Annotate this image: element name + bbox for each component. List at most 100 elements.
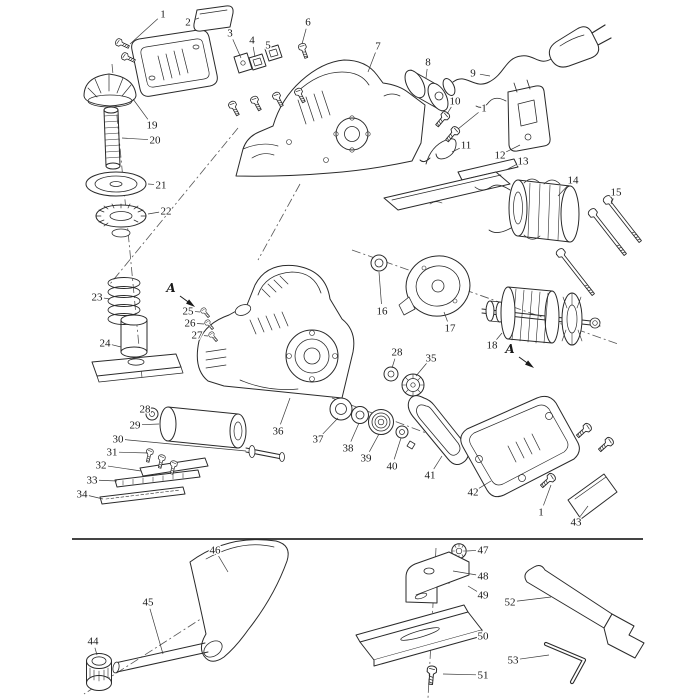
part-drive-belt — [407, 395, 469, 465]
part-drive-pulley — [401, 373, 425, 397]
part-number-label: 51 — [478, 670, 489, 682]
part-washer-38 — [351, 406, 369, 424]
part-wire-spring — [419, 138, 457, 165]
leader-line — [433, 455, 443, 470]
part-number-label: 4 — [249, 35, 255, 47]
part-number-label: 1 — [481, 103, 487, 115]
part-number-label: 26 — [185, 318, 197, 330]
part-number-label: 30 — [113, 434, 125, 446]
part-number-label: 27 — [192, 330, 204, 342]
leader-line — [218, 555, 229, 573]
leader-line — [301, 28, 307, 45]
part-wrench — [524, 565, 645, 659]
leader-line — [98, 479, 118, 482]
leader-line — [579, 505, 589, 517]
leader-line — [543, 484, 552, 506]
part-access-plate — [567, 473, 618, 520]
part-fence-plate — [355, 604, 483, 667]
leader-line — [88, 495, 104, 500]
part-extension-tube — [112, 642, 209, 674]
leader-line — [369, 433, 380, 453]
part-key-piece — [406, 440, 416, 450]
leader-line — [519, 654, 550, 660]
part-number-label: 39 — [361, 453, 373, 465]
part-number-label: 35 — [426, 353, 438, 365]
part-rear-handle-cap — [404, 69, 449, 112]
part-bearing — [370, 254, 388, 272]
part-number-label: 34 — [77, 489, 89, 501]
leader-line — [505, 163, 517, 171]
leader-line — [107, 465, 142, 472]
part-number-label: 43 — [571, 517, 583, 529]
part-number-label: 5 — [265, 40, 271, 52]
part-number-label: 37 — [313, 434, 325, 446]
leader-line — [103, 297, 111, 300]
part-number-label: 46 — [210, 545, 222, 557]
leader-line — [252, 46, 256, 58]
part-number-label: 15 — [611, 187, 623, 199]
leader-line — [452, 570, 477, 576]
part-top-lid — [193, 5, 234, 32]
part-hex-key — [543, 641, 587, 685]
leader-line — [367, 52, 376, 73]
leader-line — [451, 147, 460, 153]
part-spring — [107, 277, 141, 325]
part-gear-housing-body — [196, 264, 355, 399]
leader-line — [350, 422, 360, 442]
leader-line — [378, 271, 382, 305]
part-number-label: 47 — [478, 545, 490, 557]
part-number-label: 9 — [470, 68, 476, 80]
leader-line — [150, 412, 153, 414]
part-number-label: 24 — [100, 338, 112, 350]
leader-line — [322, 417, 339, 435]
part-belt-pulley-39 — [368, 409, 394, 435]
part-number-label: 10 — [450, 96, 462, 108]
part-power-cord — [442, 24, 612, 96]
leader-line — [141, 423, 160, 426]
part-number-label: 18 — [487, 340, 499, 352]
part-number-label: 23 — [92, 292, 104, 304]
part-base-plates — [383, 158, 519, 211]
part-number-label: 17 — [445, 323, 457, 335]
arrowhead — [186, 299, 196, 307]
part-stator — [474, 178, 580, 243]
part-number-label: 14 — [568, 175, 580, 187]
part-number-label: 13 — [518, 156, 530, 168]
part-number-label: 6 — [305, 17, 311, 29]
part-switch — [475, 79, 551, 152]
part-number-label: 41 — [425, 470, 436, 482]
part-number-label: 32 — [96, 460, 107, 472]
part-carbon-brushes — [248, 44, 283, 71]
leader-line — [610, 198, 614, 205]
part-brush-cover — [233, 52, 253, 74]
part-dust-chute — [189, 539, 289, 662]
part-number-label: 28 — [140, 404, 152, 416]
leader-line — [132, 98, 149, 120]
leader-line — [129, 18, 159, 45]
part-blade-holder — [99, 486, 186, 505]
leader-line — [280, 397, 291, 425]
leader-line — [393, 437, 402, 460]
part-number-label: 42 — [468, 487, 479, 499]
part-number-label: 8 — [425, 57, 431, 69]
part-bearing-37 — [329, 397, 353, 421]
part-number-label: 48 — [478, 571, 490, 583]
part-number-label: 33 — [87, 475, 99, 487]
part-number-label: 7 — [375, 41, 381, 53]
part-motor-housing-cover — [131, 29, 218, 97]
leader-line — [467, 585, 478, 592]
part-number-label: 36 — [273, 426, 285, 438]
part-number-label: 20 — [150, 135, 162, 147]
part-side-cover — [460, 395, 580, 498]
leader-line — [124, 439, 247, 452]
leader-line — [478, 480, 492, 489]
leader-line — [147, 211, 160, 215]
leader-line — [194, 17, 200, 20]
part-number-label: 38 — [343, 443, 355, 455]
part-fence-knob — [451, 543, 467, 559]
part-roller-shaft — [245, 445, 285, 462]
leader-line — [118, 451, 149, 454]
leader-line — [425, 68, 428, 79]
leader-line — [391, 358, 396, 369]
